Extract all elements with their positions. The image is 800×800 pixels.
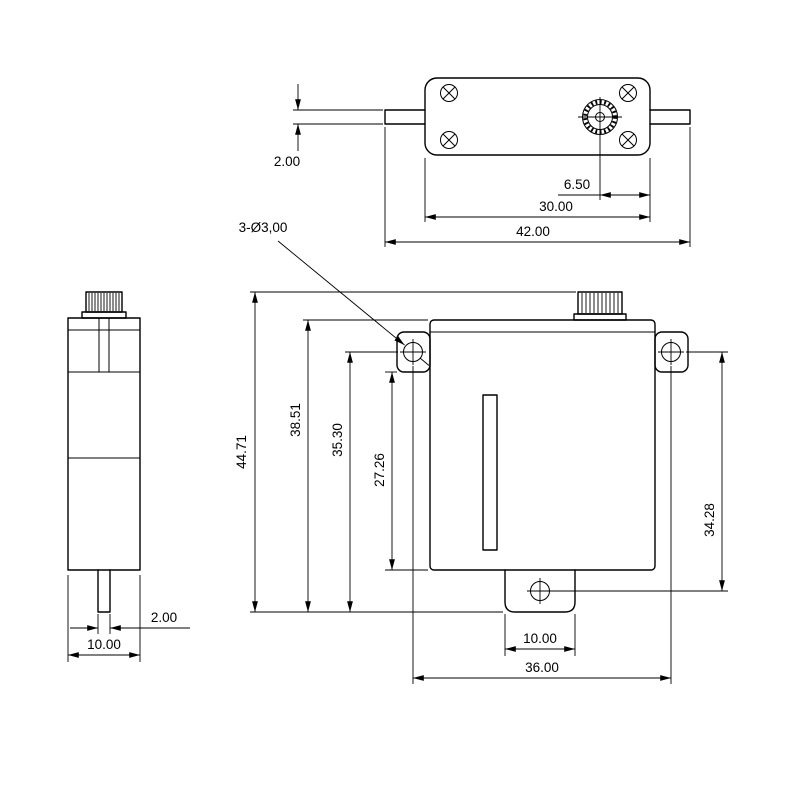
left-mount-hole: [400, 339, 426, 365]
dim-label: 2.00: [274, 154, 300, 169]
dim-label: 42.00: [516, 224, 550, 239]
hole-callout-label: 3-Ø3,00: [239, 220, 288, 235]
dim-label: 6.50: [564, 177, 590, 192]
bottom-tab-side: [97, 569, 111, 613]
dim-label: 2.00: [151, 610, 177, 625]
dim-label: 35.30: [330, 423, 345, 457]
dim-label: 27.26: [372, 453, 387, 487]
right-mount-wing: [649, 109, 691, 125]
dim-case-length: 30.00: [424, 158, 650, 222]
case-top-outline: [424, 77, 651, 156]
top-view: 2.00 6.50 30.00 42.00: [274, 77, 691, 247]
left-mount-wing: [384, 109, 426, 125]
output-spline-shaft-top: [578, 97, 622, 200]
right-mount-hole: [658, 339, 684, 365]
dim-label: 30.00: [539, 199, 573, 214]
output-shaft-front: [573, 291, 627, 321]
dim-case-height: 38.51: [288, 319, 428, 612]
case-slot: [482, 394, 498, 551]
dim-overall-length: 42.00: [384, 127, 691, 247]
case-side-outline: [67, 317, 141, 571]
dim-body-lower-height: 27.26: [372, 371, 428, 571]
dim-tab-thickness: 2.00: [70, 610, 190, 634]
dim-wing-thickness: 2.00: [274, 84, 383, 169]
dim-side-hole-span: 34.28: [553, 351, 728, 592]
bottom-mount-tab: [504, 569, 576, 613]
corner-screw-icon: [619, 84, 637, 102]
dim-label: 34.28: [702, 503, 717, 537]
bottom-mount-hole: [527, 578, 553, 604]
dim-label: 10.00: [523, 631, 557, 646]
front-view: 3-Ø3,00 44.71 38.51 35.30 27.26: [234, 220, 728, 684]
dim-body-width: 10.00: [67, 575, 141, 662]
dim-overall-height: 44.71: [234, 291, 576, 613]
corner-screw-icon: [440, 84, 458, 102]
dim-label: 36.00: [525, 660, 559, 675]
case-front-outline: [429, 319, 656, 571]
output-shaft-side: [81, 291, 127, 319]
dim-label: 44.71: [234, 435, 249, 469]
dim-label: 10.00: [87, 637, 121, 652]
dim-mount-hole-span: 36.00: [412, 366, 672, 684]
corner-screw-icon: [440, 131, 458, 149]
side-view: 2.00 10.00: [67, 291, 190, 662]
dim-label: 38.51: [288, 403, 303, 437]
hole-callout: 3-Ø3,00: [239, 220, 430, 366]
dim-shaft-to-edge: 6.50: [558, 158, 651, 222]
dim-bottom-tab-width: 10.00: [504, 614, 576, 656]
corner-screw-icon: [619, 131, 637, 149]
dim-hole-to-bottom: 35.30: [330, 351, 398, 612]
